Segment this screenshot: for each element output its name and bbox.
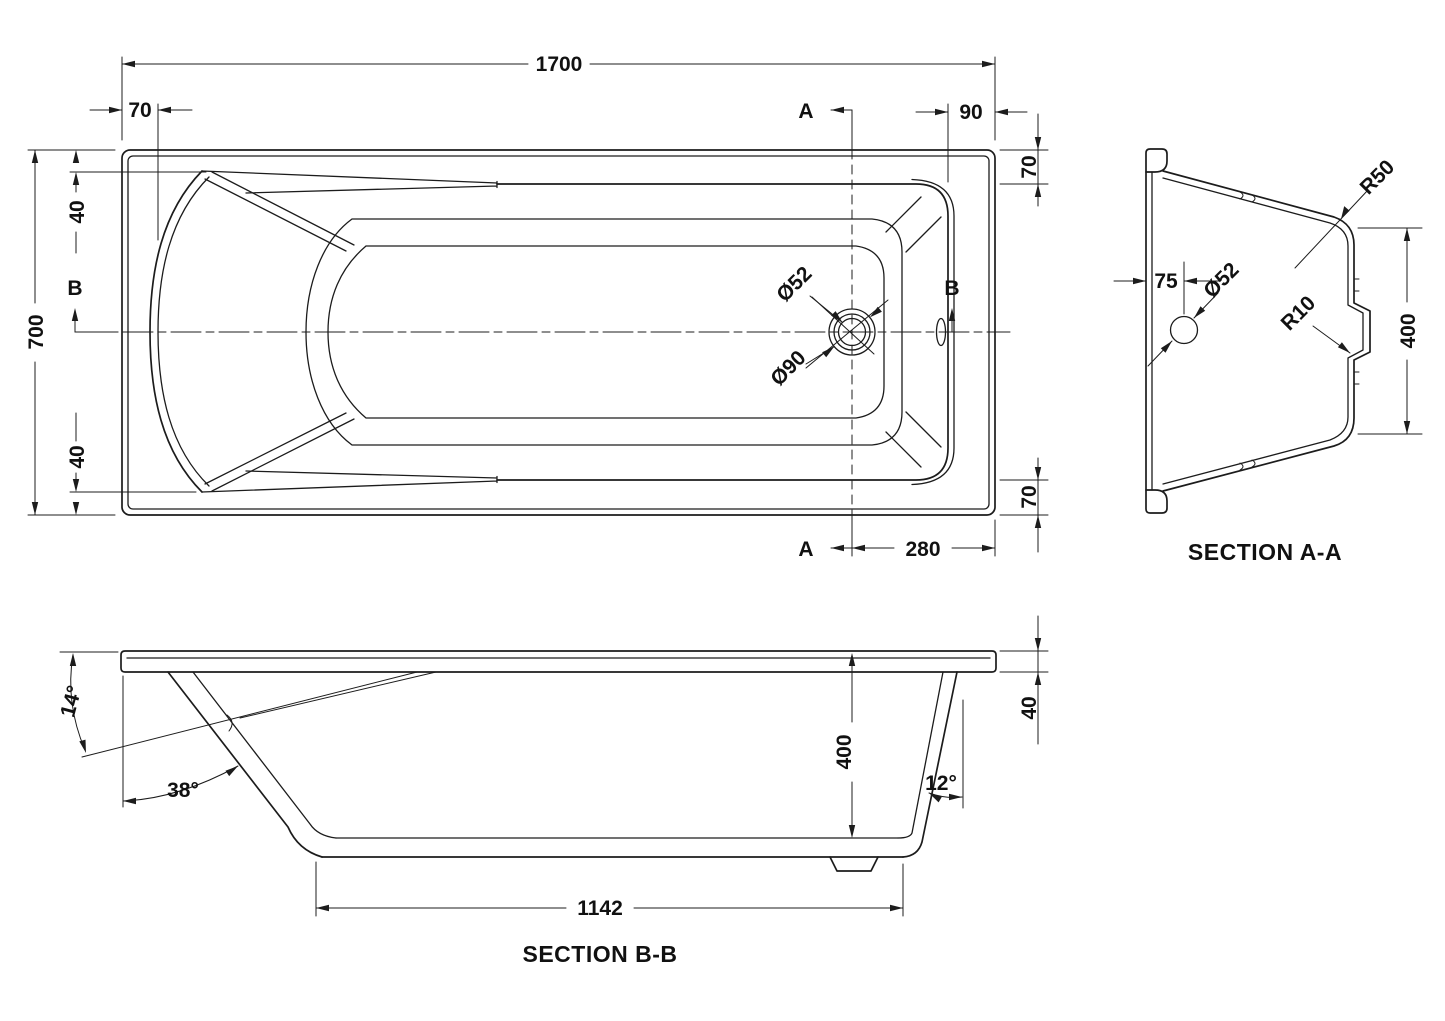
- dim-70-head: 70: [89, 99, 193, 241]
- dim-400-bb-text: 400: [833, 734, 856, 769]
- r50-text: R50: [1356, 156, 1400, 200]
- dim-70-head-text: 70: [128, 99, 151, 122]
- dim-12deg: 12°: [925, 699, 964, 809]
- head-chamfer-top: [204, 171, 355, 252]
- dim-75: 75: [1113, 261, 1221, 315]
- dim-40-bottom: 40: [66, 412, 197, 515]
- dim-14deg: 14°: [56, 651, 119, 753]
- dim-38deg-text: 38°: [167, 779, 199, 802]
- drain-arrow-sw: [1160, 341, 1172, 353]
- dim-400-aa: 400: [1357, 227, 1423, 435]
- dim-90-foot: 90: [915, 101, 1028, 183]
- wall-ticks: [1353, 278, 1360, 385]
- dim-1142: 1142: [315, 861, 904, 920]
- foot-wall-inner: [897, 671, 944, 839]
- dim-40-bottom-text: 40: [66, 445, 89, 468]
- drain-leader-aa: [1147, 292, 1219, 367]
- section-bb-view: 14° 38° 40 400 12°: [56, 615, 1049, 967]
- rim-slab: [120, 650, 997, 673]
- dim-700-text: 700: [25, 314, 48, 349]
- dim-70-right-bottom: 70: [999, 457, 1049, 553]
- plan-view: 1700 70 A 90 700: [25, 53, 1049, 561]
- drain-arrow-ne: [1194, 306, 1206, 318]
- section-b-left-text: B: [67, 277, 82, 300]
- drain-hole-aa: [1169, 315, 1199, 345]
- head-chamfer-bottom: [204, 412, 355, 492]
- drain-dia-label: Ø52: [772, 262, 816, 306]
- dim-38deg: 38°: [122, 675, 239, 808]
- dim-40-bb-text: 40: [1018, 696, 1041, 719]
- dim-75-text: 75: [1154, 270, 1178, 293]
- dim-1142-text: 1142: [577, 897, 623, 920]
- floor-flat-outline: [327, 245, 885, 419]
- section-b-right-text: B: [944, 277, 959, 300]
- r10-text: R10: [1277, 292, 1321, 336]
- dim-400-bb: 400: [833, 653, 856, 838]
- dim-700: 700: [25, 149, 116, 516]
- dim-400-aa-text: 400: [1397, 313, 1420, 348]
- section-a-marker-top: A: [798, 100, 853, 123]
- section-bb-title: SECTION B-B: [523, 941, 678, 967]
- dim-1700-text: 1700: [536, 53, 583, 76]
- backrest-inner-bb: [192, 671, 337, 839]
- dim-12deg-text: 12°: [925, 772, 957, 795]
- waste-dia-label: Ø90: [766, 346, 810, 390]
- dim-90-text: 90: [959, 101, 982, 124]
- dim-40-top: 40: [66, 150, 207, 254]
- rim-tab-bottom: [1145, 489, 1168, 514]
- section-a-marker-bottom: A: [798, 538, 853, 561]
- dim-70-right-top-text: 70: [1018, 155, 1041, 178]
- waste-dia-arrow-sw: [822, 346, 835, 358]
- wall-break-arcs: [1239, 191, 1256, 471]
- dim-14deg-text: 14°: [56, 683, 86, 720]
- waste-dia-arrow-ne: [869, 306, 882, 318]
- section-b-marker-right: B: [944, 277, 960, 333]
- drain-leaders: [805, 295, 843, 365]
- backrest-break-arc: [226, 714, 233, 732]
- section-aa-view: Ø52 75 R50 R10 400 SECTION A-A: [1113, 148, 1423, 565]
- label-r10: R10: [1277, 292, 1351, 354]
- dim-280-text: 280: [905, 538, 940, 561]
- label-r50: R50: [1294, 156, 1400, 269]
- section-a-bottom-text: A: [798, 538, 813, 561]
- wall-inner: [1162, 177, 1364, 485]
- section-aa-title: SECTION A-A: [1188, 539, 1342, 565]
- dim-70-right-bottom-text: 70: [1018, 485, 1041, 508]
- floor-fillet-outline: [305, 218, 903, 446]
- ledge-lines: [81, 671, 437, 758]
- dim-40-bb: 40: [999, 615, 1049, 745]
- section-a-top-text: A: [798, 100, 813, 123]
- rim-tab-top: [1145, 148, 1168, 173]
- wall-outer: [1162, 170, 1371, 492]
- waste-pad: [829, 856, 879, 872]
- foot-chamfer-top: [885, 196, 942, 253]
- backrest-outer-bb: [167, 671, 323, 858]
- dim-70-right-top: 70: [999, 113, 1049, 207]
- drain-dia-label-aa: Ø52: [1199, 258, 1243, 302]
- dim-1700: 1700: [121, 53, 996, 141]
- foot-wall-outer: [902, 671, 958, 858]
- dim-40-top-text: 40: [66, 200, 89, 223]
- foot-chamfer-bottom: [885, 411, 942, 468]
- section-b-marker-left: B: [67, 277, 119, 333]
- dim-280: 280: [851, 519, 996, 561]
